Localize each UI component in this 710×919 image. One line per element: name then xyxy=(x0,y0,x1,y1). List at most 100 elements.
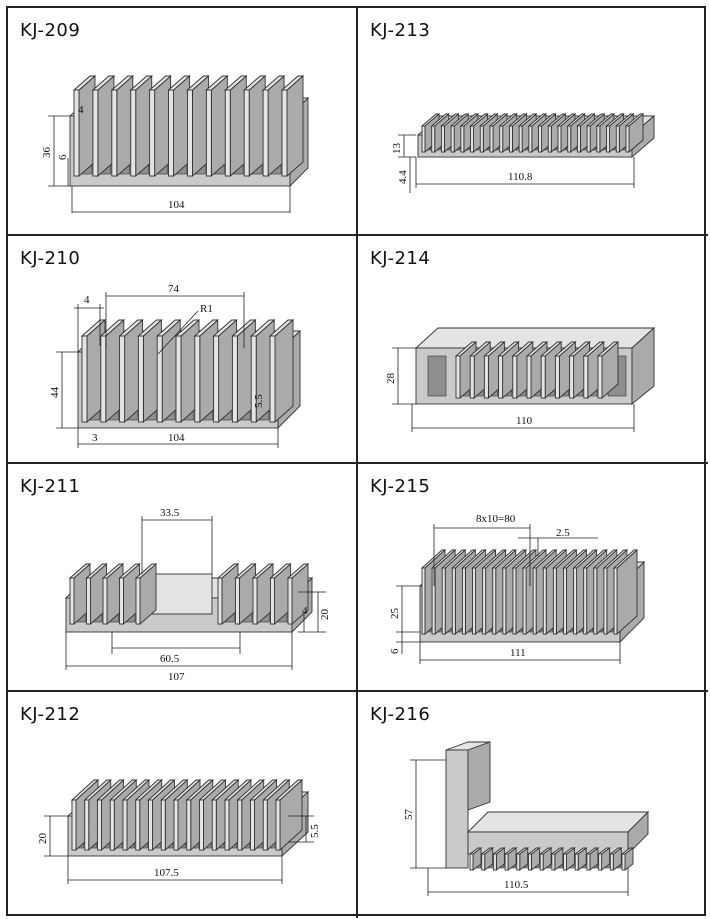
fin xyxy=(516,853,521,871)
fin xyxy=(224,89,231,177)
dim-height: 20 xyxy=(319,609,331,621)
heatsink-body xyxy=(68,75,310,188)
fin xyxy=(231,335,238,423)
fin xyxy=(156,335,163,423)
fin xyxy=(130,89,137,177)
fin xyxy=(615,125,620,153)
heatsink-drawing-kj-215: 8x10=80 2.5 25 6 111 xyxy=(389,513,646,664)
fin xyxy=(461,567,466,635)
fin xyxy=(567,125,572,153)
model-code: KJ-215 xyxy=(370,476,431,497)
fin xyxy=(119,577,124,625)
fin xyxy=(252,577,258,625)
heatsink-drawing-kj-213: 13 4.4 110.8 xyxy=(391,113,656,193)
fin xyxy=(431,125,436,153)
fin xyxy=(469,355,475,399)
fin xyxy=(211,799,217,851)
fin xyxy=(173,799,179,851)
fin xyxy=(250,799,255,851)
fin xyxy=(574,853,579,871)
fin xyxy=(287,577,293,625)
fin xyxy=(609,853,614,871)
fin xyxy=(499,125,504,153)
fin xyxy=(235,577,240,625)
dim-base: 6 xyxy=(389,648,401,654)
fin xyxy=(583,567,588,635)
fin xyxy=(522,567,527,635)
fin xyxy=(539,853,544,871)
dim-radius: R1 xyxy=(200,303,213,315)
dim-edge: 3 xyxy=(92,432,98,444)
fin xyxy=(119,335,126,423)
fin xyxy=(518,125,523,153)
fin xyxy=(224,799,230,851)
fin xyxy=(275,799,281,851)
fin xyxy=(526,355,532,399)
fin xyxy=(596,125,601,153)
fin xyxy=(583,355,589,399)
fin xyxy=(532,567,537,635)
fin xyxy=(84,799,90,851)
fin xyxy=(111,89,118,177)
fin xyxy=(538,125,543,153)
panel-kj-214: KJ-214 28 110 xyxy=(358,236,708,464)
heatsink-drawing-kj-210: 4 74 R1 44 5.5 3 104 xyxy=(49,283,302,448)
fin xyxy=(243,89,250,177)
dim-width: 110 xyxy=(516,415,533,427)
fin xyxy=(148,799,153,851)
dim-width: 104 xyxy=(168,432,185,444)
fin xyxy=(92,89,99,177)
dim-fin-thickness: 2.5 xyxy=(556,527,570,539)
fin xyxy=(199,799,204,851)
fin xyxy=(504,853,509,871)
panel-kj-216: KJ-216 57 110.5 xyxy=(358,692,708,918)
dim-height: 28 xyxy=(385,373,397,385)
dim-pitch-span: 74 xyxy=(168,283,180,295)
model-code: KJ-210 xyxy=(20,248,81,269)
dim-channel: 33.5 xyxy=(160,507,180,519)
model-code: KJ-213 xyxy=(370,20,431,41)
fin xyxy=(97,799,102,851)
fin xyxy=(528,125,533,153)
fin xyxy=(194,335,201,423)
dim-height: 13 xyxy=(391,143,403,155)
dim-height: 36 xyxy=(41,147,53,159)
dim-fin-height: 25 xyxy=(389,608,401,620)
fin xyxy=(469,853,474,871)
fin xyxy=(557,125,562,153)
dim-height: 57 xyxy=(403,809,415,821)
fin xyxy=(71,799,77,851)
heatsink-catalog-grid: KJ-209 36 6 4 104 KJ-213 xyxy=(6,6,708,918)
fin xyxy=(450,125,455,153)
panel-kj-211: KJ-211 33.5 20 4 60.5 107 xyxy=(8,464,358,692)
model-code: KJ-214 xyxy=(370,248,431,269)
dim-height: 20 xyxy=(37,833,49,845)
fin xyxy=(563,567,567,635)
fin xyxy=(281,89,288,177)
fin xyxy=(86,577,91,625)
fin xyxy=(492,853,497,871)
fin-side xyxy=(286,75,304,177)
dim-fin-pitch: 8x10=80 xyxy=(476,513,516,525)
fin xyxy=(270,577,275,625)
fin xyxy=(479,125,484,153)
fin xyxy=(586,125,591,153)
fin-side xyxy=(274,318,294,424)
dim-width: 111 xyxy=(510,647,526,659)
dim-width: 110.5 xyxy=(504,879,529,891)
fin xyxy=(547,125,552,153)
fin xyxy=(269,335,276,423)
fin xyxy=(593,567,598,635)
fin xyxy=(137,335,144,423)
fin xyxy=(569,355,575,399)
fin xyxy=(498,355,504,399)
dim-width: 107.5 xyxy=(154,867,179,879)
fin xyxy=(613,567,618,635)
heatsink-drawing-kj-214: 28 110 xyxy=(385,326,656,432)
fin xyxy=(160,799,166,851)
model-code: KJ-216 xyxy=(370,704,431,725)
dim-fin-offset: 4 xyxy=(84,294,90,306)
fin xyxy=(440,125,445,153)
fin xyxy=(470,125,475,153)
dim-width: 104 xyxy=(168,199,185,211)
